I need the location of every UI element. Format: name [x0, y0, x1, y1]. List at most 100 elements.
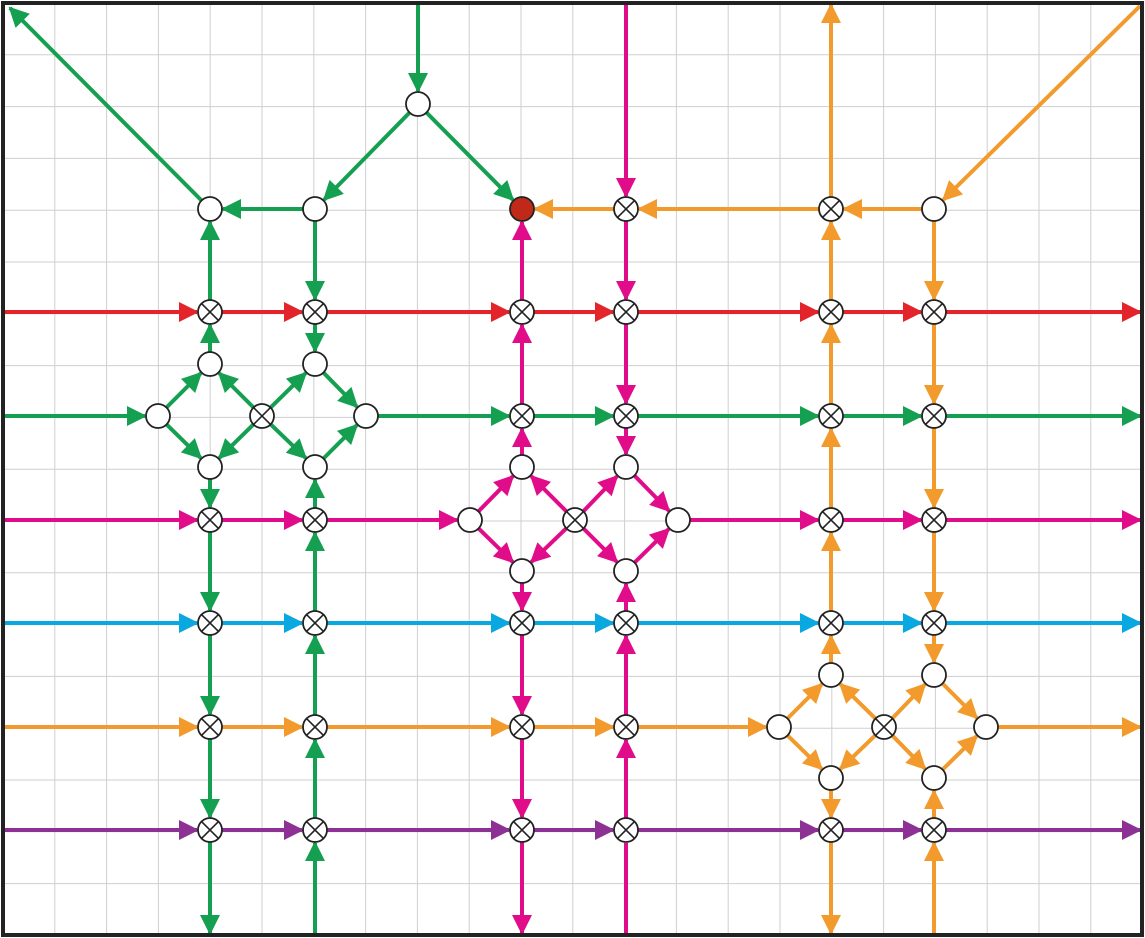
- edge-orange: [941, 682, 979, 720]
- open-circle-icon: [921, 196, 947, 222]
- junction-node: [613, 403, 639, 429]
- junction-node: [818, 299, 844, 325]
- cross-stroke: [200, 717, 220, 737]
- edge-orange: [890, 734, 927, 771]
- junction-node: [197, 714, 223, 740]
- cross-stroke: [305, 302, 325, 322]
- junction-node: [197, 299, 223, 325]
- open-circle-icon: [613, 454, 639, 480]
- cross-stroke: [821, 302, 841, 322]
- open-circle-icon: [665, 507, 691, 533]
- junction-node: [871, 714, 897, 740]
- hub-node: [766, 714, 792, 740]
- junction-node: [197, 610, 223, 636]
- cross-stroke: [924, 510, 944, 530]
- junction-node: [302, 299, 328, 325]
- hub-node: [353, 403, 379, 429]
- cross-stroke: [616, 613, 636, 633]
- edge-green: [322, 111, 412, 202]
- filled-red-circle-icon: [509, 196, 535, 222]
- junction-node: [921, 610, 947, 636]
- junction-node: [302, 507, 328, 533]
- junction-node: [302, 610, 328, 636]
- hub-node: [921, 662, 947, 688]
- open-circle-icon: [973, 714, 999, 740]
- hub-node: [457, 507, 483, 533]
- junction-node: [197, 507, 223, 533]
- junction-node: [302, 714, 328, 740]
- cross-stroke: [200, 820, 220, 840]
- junction-node: [197, 817, 223, 843]
- open-circle-icon: [613, 558, 639, 584]
- cross-stroke: [565, 510, 585, 530]
- junction-node: [302, 817, 328, 843]
- edge-green: [269, 422, 308, 460]
- open-circle-icon: [405, 91, 431, 117]
- open-circle-icon: [818, 765, 844, 791]
- junction-node: [249, 403, 275, 429]
- edge-magenta: [632, 474, 671, 513]
- junction-node: [509, 714, 535, 740]
- hub-node: [197, 454, 223, 480]
- cross-stroke: [512, 820, 532, 840]
- edge-magenta: [476, 474, 515, 513]
- cross-stroke: [305, 510, 325, 530]
- edge-orange: [786, 733, 824, 771]
- cross-stroke: [616, 717, 636, 737]
- edge-orange: [786, 682, 824, 720]
- junction-node: [562, 507, 588, 533]
- highlighted-hub-node: [509, 196, 535, 222]
- junction-node: [613, 817, 639, 843]
- edge-magenta: [633, 527, 671, 565]
- cross-stroke: [616, 302, 636, 322]
- nodes: [145, 91, 999, 843]
- junction-node: [613, 299, 639, 325]
- open-circle-icon: [921, 765, 947, 791]
- edge-magenta: [581, 474, 619, 513]
- open-circle-icon: [302, 196, 328, 222]
- edge-green: [8, 6, 203, 202]
- junction-node: [818, 817, 844, 843]
- cross-stroke: [512, 613, 532, 633]
- cross-stroke: [512, 717, 532, 737]
- hub-node: [145, 403, 171, 429]
- hub-node: [921, 196, 947, 222]
- cross-stroke: [924, 613, 944, 633]
- edge-orange: [941, 4, 1142, 202]
- cross-stroke: [821, 406, 841, 426]
- hub-node: [818, 765, 844, 791]
- hub-node: [921, 765, 947, 791]
- open-circle-icon: [197, 351, 223, 377]
- junction-node: [509, 403, 535, 429]
- hub-node: [818, 662, 844, 688]
- hub-node: [197, 196, 223, 222]
- open-circle-icon: [145, 403, 171, 429]
- edge-green: [321, 371, 359, 409]
- cross-stroke: [924, 302, 944, 322]
- cross-stroke: [305, 717, 325, 737]
- open-circle-icon: [302, 454, 328, 480]
- open-circle-icon: [509, 558, 535, 584]
- edge-magenta: [477, 526, 515, 564]
- junction-node: [613, 196, 639, 222]
- edge-magenta: [582, 527, 619, 564]
- open-circle-icon: [457, 507, 483, 533]
- cross-stroke: [200, 613, 220, 633]
- junction-node: [509, 817, 535, 843]
- junction-node: [818, 507, 844, 533]
- edge-green: [425, 111, 515, 202]
- hub-node: [665, 507, 691, 533]
- cross-stroke: [821, 199, 841, 219]
- hub-node: [613, 454, 639, 480]
- open-circle-icon: [818, 662, 844, 688]
- junction-node: [818, 403, 844, 429]
- cross-stroke: [512, 406, 532, 426]
- open-circle-icon: [197, 196, 223, 222]
- edge-magenta: [529, 474, 568, 513]
- junction-node: [613, 610, 639, 636]
- hub-node: [302, 351, 328, 377]
- edge-orange: [941, 734, 979, 772]
- hub-node: [613, 558, 639, 584]
